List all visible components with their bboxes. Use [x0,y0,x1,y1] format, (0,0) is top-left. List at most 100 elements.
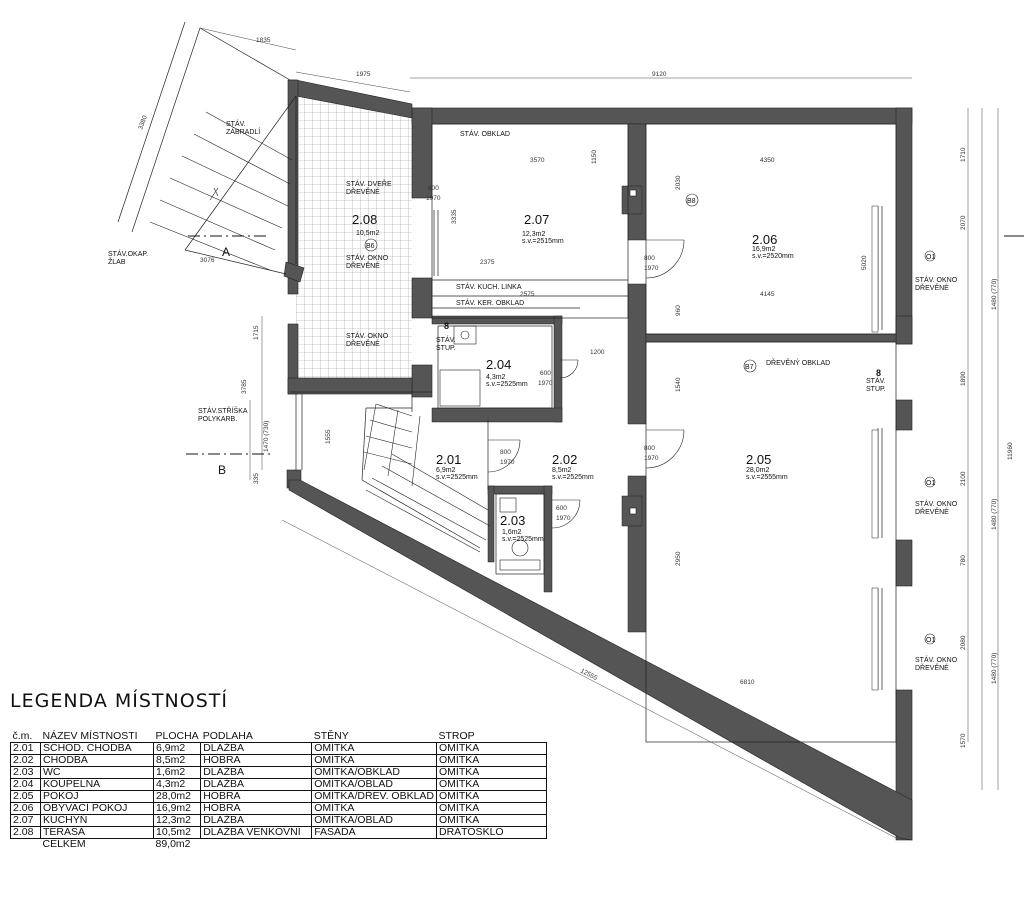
door-height: 1970 [500,459,515,466]
dim-label: 3785 [241,379,248,394]
room-height: s.v.=2525mm [502,536,544,543]
radiators [871,205,879,691]
dim-label: 1480 (770) [991,499,998,530]
room-area: 12,3m2 [522,231,545,238]
dim-label: 2070 [960,215,967,230]
legend-cell: 2.04 [10,778,41,791]
legend-cell: OMÍTKA/OBLAD [311,778,437,791]
door-height: 1970 [644,265,659,272]
legend-cell: 4,3m2 [152,778,202,791]
dim-label: 960 [675,305,682,316]
dim-label: 1975 [356,71,371,78]
note-window-right: STÁV. OKNO [915,499,958,508]
legend-empty-cell [201,839,312,851]
dim-label: 1540 [675,377,682,392]
note-window-right: DŘEVĚNÉ [915,283,949,292]
room-area: 16,9m2 [752,246,775,253]
interior-walls [431,123,897,633]
legend-header: NÁZEV MÍSTNOSTI [42,730,138,742]
legend-cell: KOUPELNA [40,778,154,791]
legend-cell: OMÍTKA/OBKLAD [311,766,437,779]
room-number: 2.03 [500,513,525,528]
legend-cell: DRÁTOSKLO [436,826,547,839]
legend-cell: DLAŽBA VENKOVNÍ [200,826,313,839]
dim-label: 1570 [960,733,967,748]
dim-label: 2950 [675,551,682,566]
legend-cell: 16,9m2 [152,802,202,815]
note-door: STÁV. DVEŘE [346,179,392,188]
legend-cell: SCHOD. CHODBA [40,742,154,755]
legend-cell: 8,5m2 [152,754,202,767]
room-number: 2.08 [352,212,377,227]
room-number: 2.02 [552,452,577,467]
room-area: 8,5m2 [552,467,572,474]
note-window-right: DŘEVĚNÉ [915,507,949,516]
legend-cell: OMÍTKA [436,754,547,767]
legend-cell: OMÍTKA [436,778,547,791]
dim-label: 9120 [652,71,667,78]
note-window: DŘEVĚNÉ [346,339,380,348]
legend-header: STĚNY [313,730,349,742]
legend-cell: KUCHYŇ [40,814,154,827]
dim-label: 1150 [591,150,598,164]
note-tile-cladding: STÁV. OBKLAD [460,129,510,138]
legend-cell: OMÍTKA [436,790,547,803]
note-step: STÁV. [436,335,456,344]
dim-label: 1835 [256,37,271,44]
note-window-right: STÁV. OKNO [915,655,958,664]
room-height: s.v.=2515mm [522,238,564,245]
section-marker-b: B [218,463,226,477]
legend-cell: OMÍTKA/OBLAD [311,814,437,827]
marker-b7: B7 [745,364,754,371]
room-number: 2.07 [524,212,549,227]
note-canopy: STÁV.STŘÍŠKA [198,406,248,415]
legend-cell: DLAŽBA [200,766,313,779]
legend-cell: 6,9m2 [152,742,202,755]
marker-o1: O1 [926,254,935,261]
legend-empty-cell [11,839,41,851]
dim-label: 11960 [1007,442,1014,460]
door-height: 1970 [538,380,553,387]
legend-cell: WC [40,766,154,779]
legend-cell: CHODBA [40,754,154,767]
room-height: s.v.=2525mm [486,381,528,388]
marker-b8: B8 [687,198,696,205]
legend-cell: 12,3m2 [152,814,202,827]
legend-cell: FASÁDA [311,826,437,839]
legend-cell: 2.06 [10,802,41,815]
room-height: s.v.=2520mm [752,253,794,260]
room-height: s.v.=2555mm [746,474,788,481]
legend-cell: 2.05 [10,790,41,803]
marker-b6: B6 [366,243,375,250]
legend-cell: OMÍTKA [436,814,547,827]
legend-cell: 2.01 [10,742,41,755]
door-swings [487,239,685,529]
legend-cell: 2.03 [10,766,41,779]
dim-label: 2575 [520,291,535,298]
note-kitchen-unit: STÁV. KUCH. LINKA [456,282,522,291]
legend-header: č.m. [12,730,33,742]
legend-empty-cell [437,839,547,851]
dim-label: 2030 [675,175,682,190]
legend-empty-cell [312,839,437,851]
dim-label: 1480 (770) [991,279,998,310]
room-area: 10,5m2 [356,230,379,237]
dim-label: 4145 [760,291,775,298]
door-width: 800 [644,445,655,452]
exterior-stairs [149,111,293,271]
legend-total-cell: 89,0m2 [155,838,191,850]
legend-cell: 2.08 [10,826,41,839]
dim-label: 1200 [590,349,605,356]
door-height: 1970 [644,455,659,462]
door-height: 1970 [426,195,441,202]
legend-title: LEGENDA MÍSTNOSTÍ [10,690,228,712]
dim-label: 2375 [480,259,495,266]
legend-cell: 1,6m2 [152,766,202,779]
dim-label: 4350 [760,157,775,164]
legend-cell: TERASA [40,826,154,839]
